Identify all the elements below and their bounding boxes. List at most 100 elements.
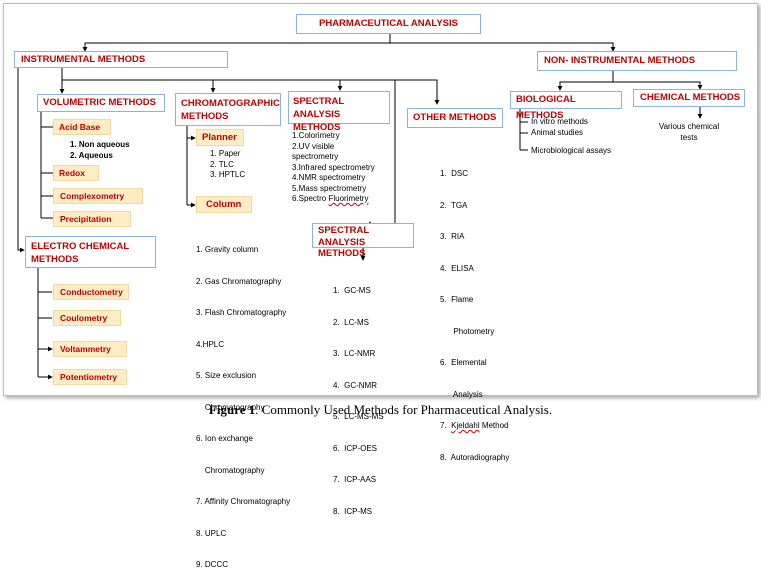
chemical-tests-text: Various chemical tests [633,122,745,143]
list-item: 4. GC-NMR [333,380,377,390]
list-item: 4. ELISA [440,263,474,273]
redox-label: Redox [59,168,85,178]
other-methods-label: OTHER METHODS [413,112,497,123]
figure-label: Figure 1 [208,402,256,417]
other-methods-list: 1. DSC 2. TGA 3. RIA 4. ELISA 5. Flame P… [440,148,509,474]
list-item: 6. Ion exchange [196,434,253,443]
list-item: 7. Affinity Chromatography [196,497,291,506]
acid-base-box: Acid Base [53,119,111,135]
list-item: Chromatography [196,402,265,412]
item7-suffix: Method [479,421,509,430]
biological-label: BIOLOGICAL METHODS [516,94,576,121]
chemical-text-line-2: tests [680,132,698,142]
precipitation-label: Precipitation [60,214,112,224]
instrumental-box: INSTRUMENTAL METHODS [14,51,228,68]
list-item: spectrometry [292,152,339,161]
volumetric-box: VOLUMETRIC METHODS [37,94,165,112]
spectral-analysis-2-box: SPECTRAL ANALYSIS METHODS [312,223,414,259]
list-item: 1. Gravity column [196,245,259,254]
list-item: 1. GC-MS [333,286,371,295]
list-item: 3. RIA [440,232,465,241]
biological-methods-box: BIOLOGICAL METHODS [510,91,622,121]
spectral-2-list: 1. GC-MS 2. LC-MS 3. LC-NMR 4. GC-NMR 5.… [333,265,384,528]
instrumental-label: INSTRUMENTAL METHODS [21,54,146,65]
line-root-right [390,42,616,52]
coulometry-label: Coulometry [60,313,108,323]
list-item: 4.NMR spectrometry [292,173,366,182]
list-item: 7. ICP-AAS [333,475,377,484]
list-item: 8. UPLC [196,528,227,538]
list-item: 9. DCCC [196,560,229,569]
non-instrumental-label: NON- INSTRUMENTAL METHODS [544,55,696,66]
list-item: 5.Mass spectrometry [292,183,367,193]
conductometry-box: Conductometry [53,284,129,300]
kjeldahl-word: Kjeldahl [451,421,480,430]
line-bio-branches [519,108,528,151]
electro-chemical-box: ELECTRO CHEMICAL METHODS [25,236,156,268]
root-label: PHARMACEUTICAL ANALYSIS [319,18,458,29]
list-item: 5. Flame [440,295,474,304]
chemical-label: CHEMICAL METHODS [640,92,741,103]
volumetric-label: VOLUMETRIC METHODS [43,97,156,108]
list-item: 5. Size exclusion [196,371,257,380]
voltammetry-box: Voltammetry [53,341,127,357]
list-item: Photometry [440,326,495,336]
list-item: 1. Non aqueous [70,140,130,149]
in-vitro-text: In vitro methods [531,117,588,126]
spectral-list: 1.Colorimetry 2.UV visible spectrometry … [292,131,375,205]
spectro-prefix: 6.Spectro [292,194,329,203]
complexometry-label: Complexometry [60,191,125,201]
list-item: 2. LC-MS [333,317,370,327]
spectral-title-line-2: METHODS [293,122,341,133]
other-methods-box: OTHER METHODS [407,108,503,128]
column-label: Column [206,199,242,210]
list-item: 2. TGA [440,200,468,210]
list-item: 2. Gas Chromatography [196,276,282,286]
non-instrumental-box: NON- INSTRUMENTAL METHODS [537,51,737,71]
list-item: 2.UV visible [292,141,335,151]
list-item: 6. Elemental [440,358,487,367]
list-item: 5. LC-MS-MS [333,412,384,421]
animal-studies-text: Animal studies [531,128,584,137]
acid-base-list: 1. Non aqueous 2. Aqueous [70,140,130,161]
line-to-electro [17,61,25,253]
line-electro-branches [37,268,52,377]
conductometry-label: Conductometry [60,287,123,297]
list-item: 4.HPLC [196,339,225,349]
list-item: 8. ICP-MS [333,506,373,516]
spectral-analysis-box: SPECTRAL ANALYSIS METHODS [288,91,390,133]
electro-title-line-2: METHODS [31,254,79,265]
root-box: PHARMACEUTICAL ANALYSIS [296,14,481,34]
microbiological-text: Microbiological assays [531,146,612,155]
redox-box: Redox [53,165,99,181]
caption-text: . Commonly Used Methods for Pharmaceutic… [255,402,553,417]
spectral2-title-line-1: SPECTRAL ANALYSIS [318,225,370,248]
voltammetry-label: Voltammetry [60,344,111,354]
potentiometry-box: Potentiometry [53,369,127,385]
acid-base-label: Acid Base [59,122,101,132]
electro-title-line-1: ELECTRO CHEMICAL [31,241,130,252]
list-item: 1. Paper [210,149,241,158]
fluorimetry-word: Fluorimetry [328,194,369,203]
item7-prefix: 7. [440,421,452,430]
planner-list: 1. Paper 2. TLC 3. HPTLC [210,149,245,181]
precipitation-box: Precipitation [53,211,131,227]
spectral-title-line-1: SPECTRAL ANALYSIS [293,96,345,120]
chromato-title-line-1: CHROMATOGRAPHIC [181,98,280,109]
list-item: 1. DSC [440,169,469,178]
planner-box: Planner [196,129,244,146]
list-item: 8. Autoradiography [440,452,510,462]
list-item: 3. LC-NMR [333,349,376,358]
list-item: 2. TLC [210,159,234,169]
line-vol-branches [40,112,53,219]
list-item: 3. HPTLC [210,170,246,179]
list-item: 1.Colorimetry [292,131,340,140]
list-item: Chromatography [196,465,265,475]
list-item: 3. Flash Chromatography [196,308,287,317]
list-item: 6.Spectro Fluorimetry [292,194,375,205]
chemical-methods-box: CHEMICAL METHODS [633,89,745,107]
list-item: 3.Infrared spectrometry [292,162,375,172]
list-item: Analysis [440,389,483,399]
coulometry-box: Coulometry [53,310,121,326]
list-item: 7. Kjeldahl Method [440,421,509,432]
